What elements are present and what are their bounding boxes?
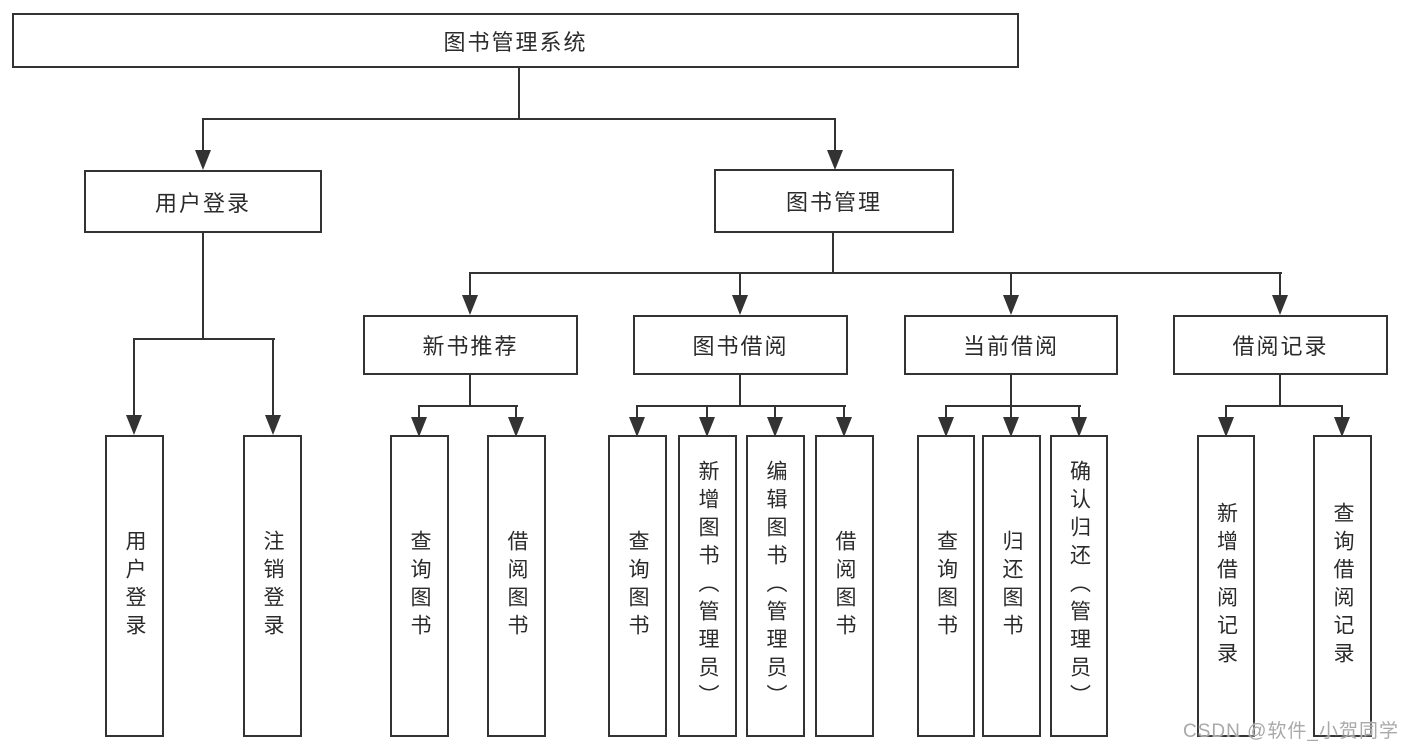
- arrowhead-down-icon: [126, 415, 142, 435]
- arrowhead-down-icon: [699, 417, 715, 437]
- node-book-borrow: 图书借阅: [633, 315, 848, 375]
- node-leaf-add-borrow-record: 新增借阅记录: [1197, 435, 1255, 737]
- node-leaf-return-books: 归还图书: [982, 435, 1041, 737]
- connector-line: [706, 407, 708, 421]
- node-borrow-records: 借阅记录: [1173, 315, 1388, 375]
- arrowhead-down-icon: [827, 150, 843, 170]
- arrowhead-down-icon: [265, 415, 281, 435]
- node-user-login: 用户登录: [84, 170, 322, 233]
- arrowhead-down-icon: [732, 295, 748, 315]
- node-current-borrow: 当前借阅: [904, 315, 1118, 375]
- arrowhead-down-icon: [1334, 417, 1350, 437]
- arrowhead-down-icon: [1218, 417, 1234, 437]
- connector-line: [739, 375, 741, 407]
- node-leaf-edit-books-admin: 编辑图书（管理员）: [746, 435, 805, 737]
- connector-line: [272, 340, 274, 420]
- connector-line: [945, 407, 947, 421]
- node-book-management: 图书管理: [714, 169, 954, 233]
- arrowhead-down-icon: [767, 417, 783, 437]
- node-leaf-confirm-return-admin: 确认归还（管理员）: [1050, 435, 1108, 737]
- connector-line: [418, 405, 518, 407]
- connector-line: [832, 233, 834, 274]
- node-new-book-recommend: 新书推荐: [363, 315, 578, 375]
- node-leaf-query-books-3: 查询图书: [917, 435, 975, 737]
- connector-line: [834, 120, 836, 154]
- connector-line: [1078, 407, 1080, 421]
- connector-line: [636, 405, 846, 407]
- connector-line: [739, 274, 741, 299]
- watermark-text: CSDN @软件_小贺同学: [1183, 721, 1399, 742]
- connector-line: [1010, 274, 1012, 299]
- arrowhead-down-icon: [508, 417, 524, 437]
- connector-line: [133, 340, 135, 420]
- connector-line: [774, 407, 776, 421]
- arrowhead-down-icon: [836, 417, 852, 437]
- connector-line: [1010, 407, 1012, 421]
- arrowhead-down-icon: [462, 295, 478, 315]
- connector-line: [515, 407, 517, 421]
- connector-line: [202, 120, 204, 154]
- node-root-system: 图书管理系统: [12, 13, 1019, 68]
- connector-line: [1225, 407, 1227, 421]
- connector-line: [1225, 405, 1343, 407]
- connector-line: [843, 407, 845, 421]
- connector-line: [469, 274, 471, 299]
- arrowhead-down-icon: [1071, 417, 1087, 437]
- node-leaf-logout: 注销登录: [243, 435, 302, 737]
- connector-line: [202, 118, 836, 120]
- connector-line: [1010, 375, 1012, 407]
- connector-line: [1341, 407, 1343, 421]
- arrowhead-down-icon: [1272, 295, 1288, 315]
- arrowhead-down-icon: [938, 417, 954, 437]
- node-leaf-query-borrow-record: 查询借阅记录: [1313, 435, 1372, 737]
- connector-line: [518, 66, 520, 120]
- node-leaf-user-login: 用户登录: [105, 435, 164, 737]
- arrowhead-down-icon: [1003, 295, 1019, 315]
- arrowhead-down-icon: [629, 417, 645, 437]
- connector-line: [945, 405, 1081, 407]
- arrowhead-down-icon: [195, 150, 211, 170]
- node-leaf-query-books-1: 查询图书: [390, 435, 449, 737]
- connector-line: [469, 375, 471, 407]
- arrowhead-down-icon: [411, 417, 427, 437]
- connector-line: [418, 407, 420, 421]
- arrowhead-down-icon: [1003, 417, 1019, 437]
- connector-line: [202, 233, 204, 340]
- node-leaf-query-books-2: 查询图书: [608, 435, 667, 737]
- connector-line: [1279, 274, 1281, 299]
- node-leaf-borrow-books-1: 借阅图书: [487, 435, 546, 737]
- node-leaf-add-books-admin: 新增图书（管理员）: [678, 435, 737, 737]
- connector-line: [1279, 375, 1281, 407]
- connector-line: [469, 272, 1282, 274]
- connector-line: [133, 338, 275, 340]
- node-leaf-borrow-books-2: 借阅图书: [815, 435, 874, 737]
- connector-line: [636, 407, 638, 421]
